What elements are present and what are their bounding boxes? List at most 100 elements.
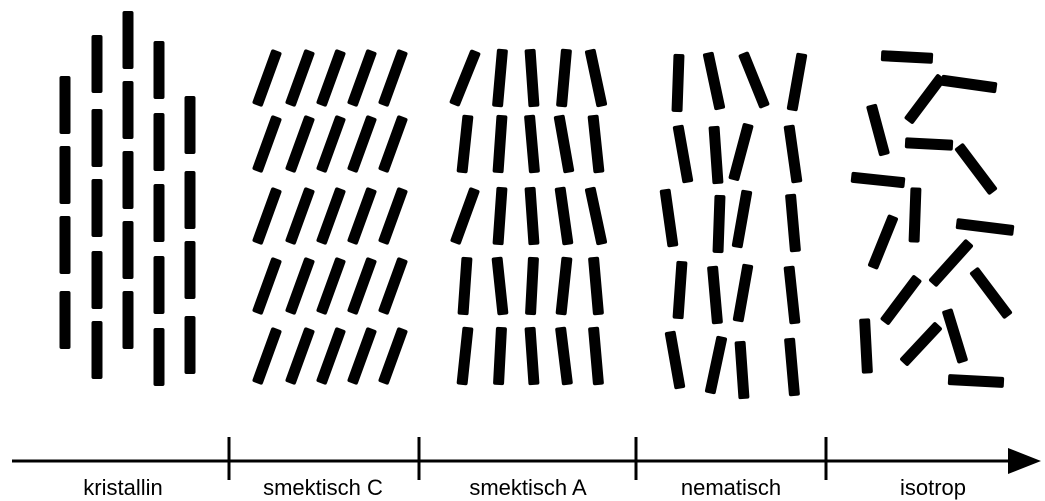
label-smektisch-a: smektisch A	[469, 475, 587, 500]
smektisch-a-rod	[588, 256, 604, 316]
smektisch-a-rod	[524, 186, 540, 246]
smektisch-c-rod	[347, 187, 377, 245]
isotrop-rod	[929, 239, 973, 287]
smektisch-c-rod	[252, 257, 282, 315]
smektisch-c-rod	[285, 187, 315, 245]
isotrop-rod	[866, 103, 890, 157]
smektisch-a-rod	[456, 326, 474, 386]
smektisch-a-rod	[587, 114, 605, 174]
smektisch-c-rod	[378, 115, 408, 173]
smektisch-a-rod	[524, 326, 540, 386]
kristallin-rods	[59, 11, 196, 386]
isotrop-rod	[942, 308, 968, 364]
kristallin-rod	[91, 321, 103, 379]
smektisch-a-rod	[492, 114, 508, 174]
isotrop-rod	[940, 74, 998, 94]
smektisch-c-rod	[316, 115, 346, 173]
kristallin-rod	[59, 146, 71, 204]
smektisch-c-rod	[347, 115, 377, 173]
kristallin-rod	[184, 316, 196, 374]
isotrop-rod	[868, 214, 898, 270]
nematisch-rod	[672, 260, 688, 320]
nematisch-rod	[664, 330, 686, 390]
nematisch-rod	[731, 189, 753, 249]
kristallin-rod	[122, 11, 134, 69]
isotrop-rod	[880, 50, 934, 64]
smektisch-c-rod	[347, 49, 377, 107]
kristallin-rod	[91, 109, 103, 167]
kristallin-rod	[153, 41, 165, 99]
kristallin-rod	[184, 241, 196, 299]
smektisch-a-rod	[584, 186, 608, 246]
isotrop-rod	[859, 318, 873, 374]
smektisch-c-rod	[378, 327, 408, 385]
isotrop-rod	[850, 171, 906, 189]
smektisch-c-rod	[285, 115, 315, 173]
nematisch-rod	[659, 188, 679, 248]
kristallin-rod	[153, 256, 165, 314]
kristallin-rod	[153, 328, 165, 386]
kristallin-rod	[153, 184, 165, 242]
isotrop-rod	[969, 267, 1013, 319]
smektisch-c-rod	[285, 49, 315, 107]
kristallin-rod	[122, 151, 134, 209]
kristallin-rod	[122, 221, 134, 279]
nematisch-rod	[785, 193, 801, 253]
kristallin-rod	[122, 291, 134, 349]
smektisch-c-rod	[316, 49, 346, 107]
phase-axis	[12, 437, 1041, 480]
smektisch-a-rod	[450, 187, 480, 245]
smektisch-c-rod	[378, 49, 408, 107]
isotrop-rod	[908, 187, 922, 243]
smektisch-c-rod	[252, 327, 282, 385]
label-isotrop: isotrop	[900, 475, 966, 500]
smektisch-a-rod	[456, 114, 474, 174]
smektisch-c-rod	[347, 327, 377, 385]
smektisch-c-rod	[252, 187, 282, 245]
smektisch-a-rod	[555, 256, 573, 316]
kristallin-rod	[59, 76, 71, 134]
nematisch-rod	[702, 51, 726, 111]
nematisch-rods	[659, 51, 808, 400]
smektisch-c-rod	[252, 49, 282, 107]
smektisch-a-rod	[493, 326, 507, 386]
smektisch-c-rod	[316, 327, 346, 385]
nematisch-rod	[707, 265, 723, 325]
kristallin-rod	[59, 216, 71, 274]
smektisch-c-rod	[316, 187, 346, 245]
isotrop-rod	[880, 275, 922, 325]
label-kristallin: kristallin	[83, 475, 162, 500]
smektisch-c-rod	[378, 257, 408, 315]
nematisch-rod	[704, 335, 728, 395]
smektisch-a-rod	[492, 48, 508, 108]
nematisch-rod	[783, 124, 803, 184]
isotrop-rod	[947, 374, 1005, 388]
smektisch-c-rods	[252, 49, 408, 385]
nematisch-rod	[728, 123, 754, 181]
smektisch-a-rod	[492, 186, 508, 246]
kristallin-rod	[153, 113, 165, 171]
smektisch-c-rod	[347, 257, 377, 315]
smektisch-a-rod	[457, 256, 473, 316]
smektisch-a-rod	[524, 48, 540, 108]
phase-labels: kristallin smektisch C smektisch A nemat…	[83, 475, 966, 500]
smektisch-c-rod	[378, 187, 408, 245]
smektisch-c-rod	[316, 257, 346, 315]
smektisch-a-rod	[553, 114, 575, 174]
smektisch-c-rod	[285, 257, 315, 315]
smektisch-c-rod	[285, 327, 315, 385]
kristallin-rod	[184, 96, 196, 154]
smektisch-a-rod	[588, 326, 604, 386]
nematisch-rod	[786, 52, 808, 112]
nematisch-rod	[734, 340, 750, 400]
smektisch-a-rod	[525, 256, 539, 316]
smektisch-a-rods	[449, 48, 608, 386]
nematisch-rod	[784, 337, 800, 397]
nematisch-rod	[712, 194, 726, 254]
isotrop-rod	[900, 322, 942, 366]
isotrop-rods	[850, 50, 1015, 388]
isotrop-rod	[954, 143, 998, 195]
smektisch-c-rod	[252, 115, 282, 173]
isotrop-rod	[904, 137, 954, 151]
